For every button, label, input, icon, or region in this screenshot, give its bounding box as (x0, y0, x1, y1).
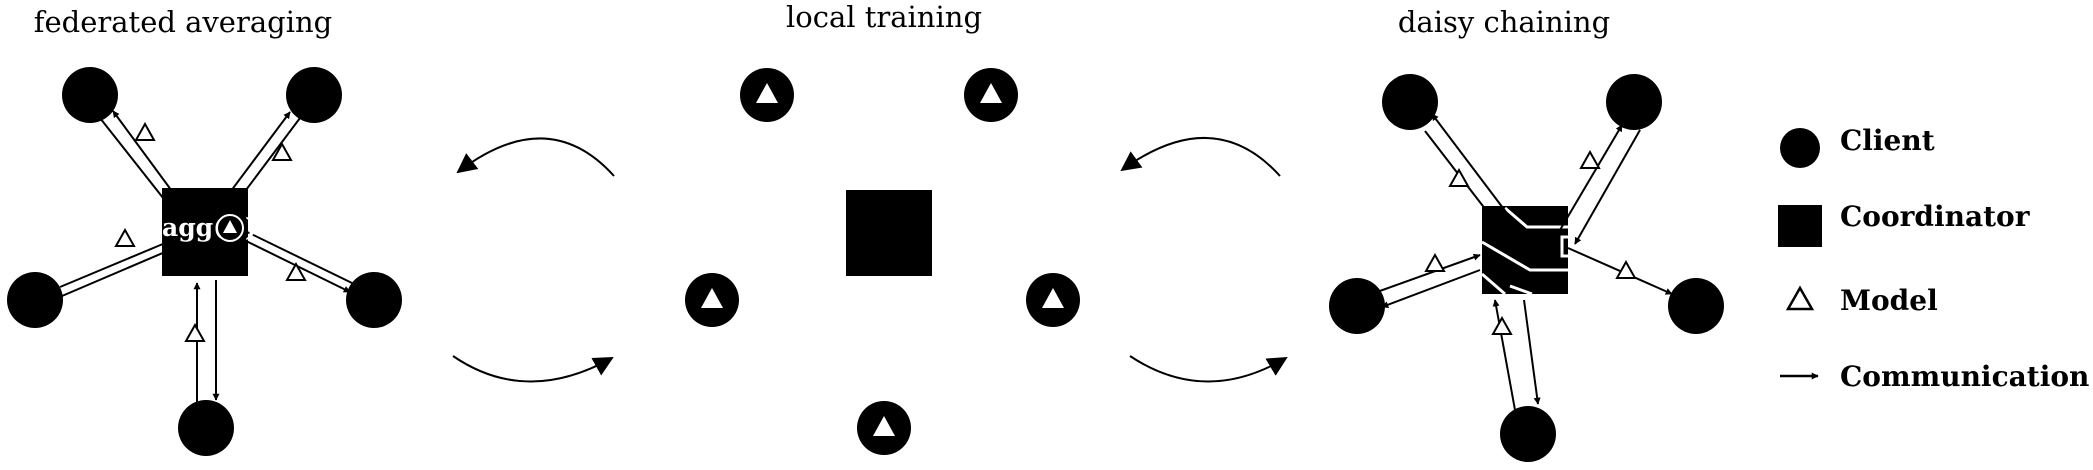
legend-label-model: Model (1840, 284, 1938, 317)
panel-federated-averaging: federated averaging (7, 5, 402, 456)
model-icon (271, 141, 293, 161)
panel-daisy-chaining: daisy chaining (1329, 5, 1724, 462)
client-node-bottom (1500, 406, 1556, 462)
legend-label-coordinator: Coordinator (1840, 200, 2031, 233)
client-node-right (346, 272, 402, 328)
client-node-right (1668, 278, 1724, 334)
model-icon (1448, 167, 1470, 187)
client-node-top-left (62, 67, 118, 123)
transition-arrows-left (452, 137, 615, 383)
cycle-arrow-upper (456, 137, 615, 177)
panel-local-training: local training (685, 0, 1080, 455)
aggregation-label: agg( (162, 213, 225, 242)
client-icon (1780, 128, 1820, 168)
legend: Client Coordinator Model Communication (1778, 124, 2089, 393)
client-node-left (685, 273, 739, 327)
coordinator-node (846, 190, 932, 276)
model-icon (184, 322, 206, 342)
model-icon (114, 227, 136, 247)
legend-label-communication: Communication (1840, 360, 2089, 393)
client-node-top-right (286, 67, 342, 123)
panel-title-federated-averaging: federated averaging (34, 5, 332, 39)
legend-item-client: Client (1780, 124, 1935, 168)
legend-item-coordinator: Coordinator (1778, 200, 2031, 247)
client-node-right (1026, 273, 1080, 327)
panel-title-daisy-chaining: daisy chaining (1398, 5, 1610, 39)
communication-arrows (54, 110, 353, 402)
legend-label-client: Client (1840, 124, 1935, 157)
model-icon (223, 220, 237, 233)
legend-item-model: Model (1785, 284, 1938, 317)
aggregation-label-close: ) (245, 213, 257, 242)
client-node-left (7, 272, 63, 328)
cycle-arrow-lower (452, 355, 614, 383)
client-node-left (1329, 278, 1385, 334)
model-icon (701, 288, 723, 308)
client-node-top-right (964, 68, 1018, 122)
communication-arrows (1376, 113, 1673, 411)
panel-title-local-training: local training (786, 0, 982, 34)
transition-arrows-right (1120, 137, 1288, 383)
model-icon (1491, 315, 1513, 335)
model-icon (1615, 259, 1637, 279)
coordinator-icon (1778, 205, 1822, 247)
model-icon (980, 83, 1002, 103)
model-markers (1424, 149, 1637, 335)
model-icon (1579, 149, 1601, 169)
client-node-top-left (740, 68, 794, 122)
model-markers (114, 121, 307, 342)
cycle-arrow-upper (1120, 137, 1281, 177)
model-icon (756, 83, 778, 103)
routing-channels (1481, 206, 1568, 296)
legend-item-communication: Communication (1780, 360, 2089, 393)
model-icon (1042, 288, 1064, 308)
client-node-bottom (178, 400, 234, 456)
model-icon (1424, 252, 1446, 272)
client-node-top-right (1606, 74, 1662, 130)
model-icon (285, 261, 307, 281)
client-node-top-left (1382, 74, 1438, 130)
cycle-arrow-lower (1129, 355, 1288, 383)
client-node-bottom (857, 401, 911, 455)
model-icon (134, 121, 156, 141)
model-icon (1785, 285, 1815, 311)
model-icon (873, 416, 895, 436)
